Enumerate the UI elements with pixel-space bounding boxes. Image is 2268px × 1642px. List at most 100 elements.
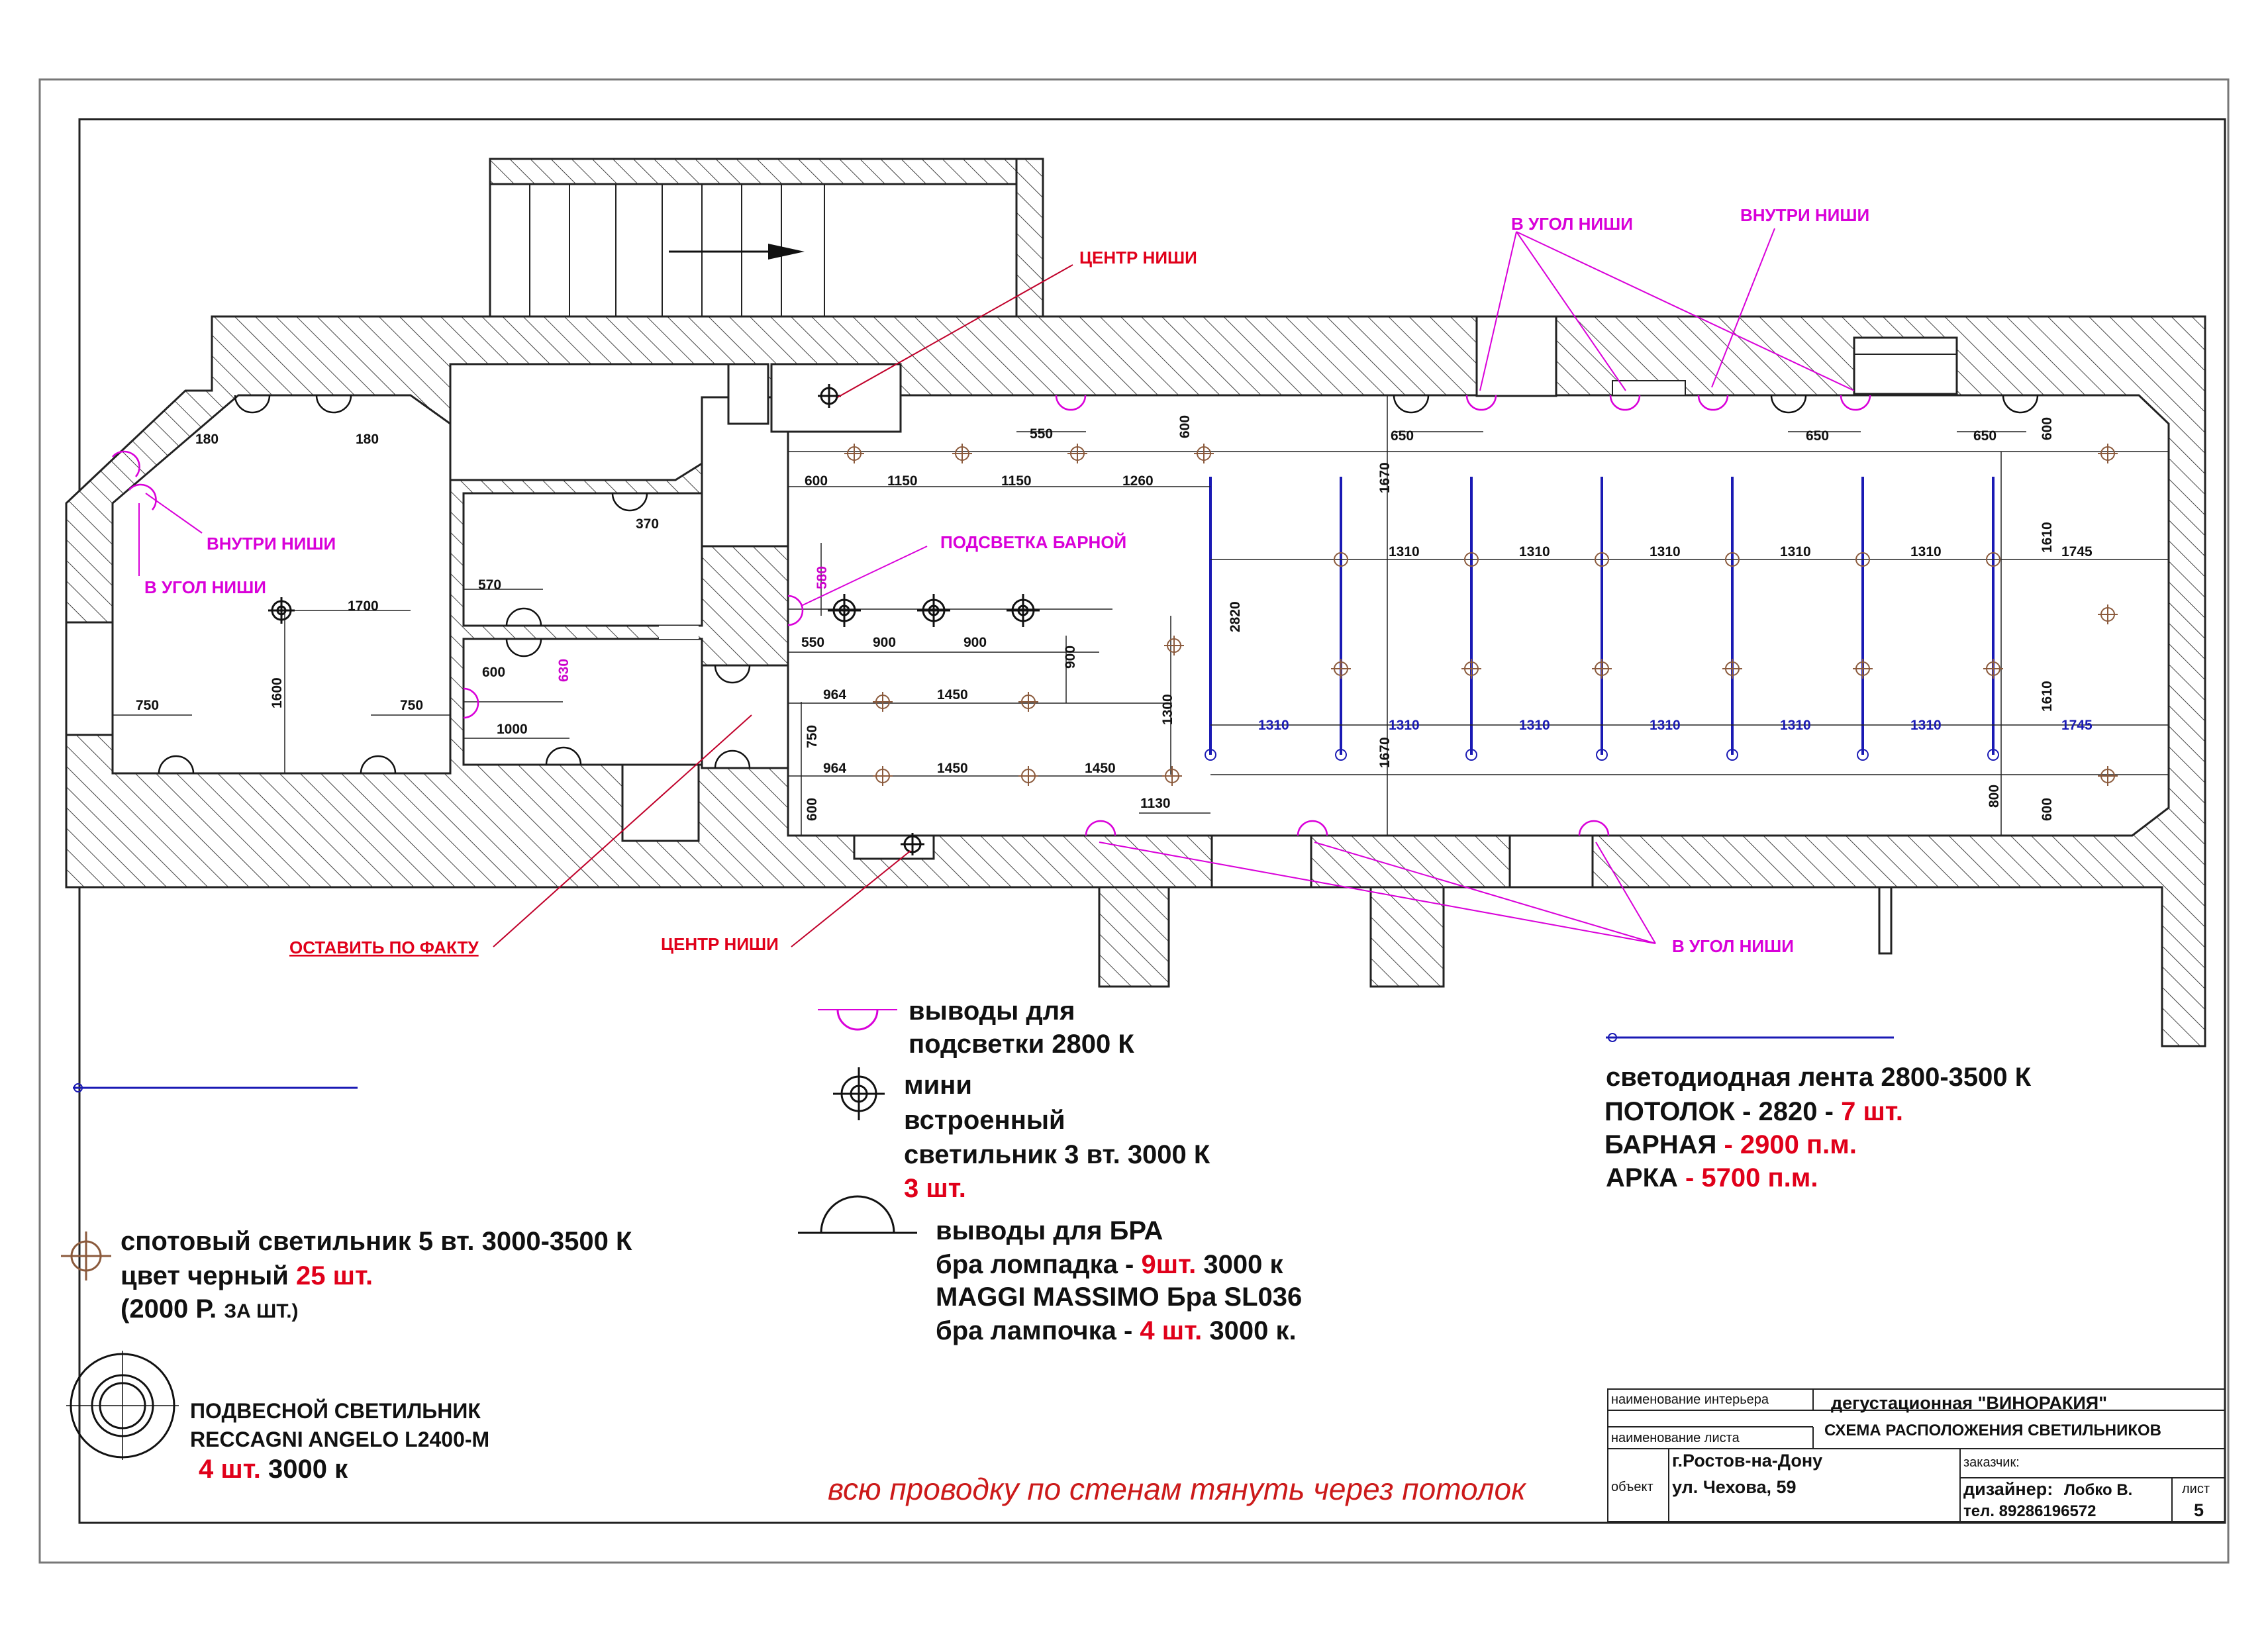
spot-light-icon <box>1853 659 1873 679</box>
dim-text: 1130 <box>1140 796 1171 811</box>
staircase <box>489 158 1044 319</box>
led-ceiling-strips <box>1209 477 1995 755</box>
dim-text: 1150 <box>1001 473 1032 489</box>
dim-text: 1600 <box>270 677 285 708</box>
legend-led-outlet-icon <box>836 1009 879 1031</box>
dim-text: 750 <box>805 725 820 748</box>
led-outlet-icon <box>1578 820 1610 836</box>
led-outlet-icon <box>1840 395 1871 411</box>
dim-text: 1450 <box>937 761 968 776</box>
spot-light-icon <box>1983 659 2003 679</box>
mini-light-icon <box>818 384 841 408</box>
led-outlets <box>112 395 1871 836</box>
legend-spot-line2: цвет черный 25 шт. <box>121 1261 373 1290</box>
spot-light-icon <box>1722 659 1742 679</box>
legend-mini-line3: светильник 3 вт. 3000 К <box>904 1140 1210 1169</box>
annotation-corner-niche-left: В УГОЛ НИШИ <box>144 577 266 597</box>
dim-text: 1670 <box>1377 737 1393 768</box>
title-phone: тел. 89286196572 <box>1963 1502 2096 1520</box>
dim-text: 1450 <box>1085 761 1116 776</box>
legend-spot-line1: спотовый светильник 5 вт. 3000-3500 К <box>121 1227 632 1256</box>
spot-light-icon <box>1986 552 2000 567</box>
legend-bra-outlet-icon <box>820 1195 895 1233</box>
outer-frame <box>38 78 2230 1564</box>
legend-pendant-line1: ПОДВЕСНОЙ СВЕТИЛЬНИК <box>190 1399 481 1423</box>
legend-bra-line1: выводы для БРА <box>936 1216 1163 1245</box>
legend-led-strip-line3: БАРНАЯ - 2900 п.м. <box>1604 1130 1857 1159</box>
title-sheet-label: лист <box>2182 1482 2210 1496</box>
spot-light-icon <box>1334 552 1348 567</box>
dim-text: 630 <box>556 659 571 682</box>
dim-text: 900 <box>1063 646 1078 669</box>
led-outlet-icon <box>1609 395 1641 411</box>
mini-light-icon <box>901 833 924 855</box>
legend-mini-line1: мини <box>904 1071 972 1100</box>
dim-text: 550 <box>801 635 824 650</box>
title-sheet-number: 5 <box>2194 1500 2204 1520</box>
spot-light-icon <box>2098 604 2118 624</box>
spot-light-icon <box>1018 692 1038 712</box>
dim-text: 570 <box>478 577 501 593</box>
bra-outlet-icon <box>2002 395 2039 414</box>
legend-pendant-line3: 4 шт. 3000 к <box>199 1455 348 1484</box>
led-outlet-icon <box>1297 820 1328 836</box>
bra-outlet-icon <box>611 493 648 512</box>
dim-text: 600 <box>805 473 828 489</box>
spot-light-icon <box>873 692 893 712</box>
legend-led-outlet-title1: выводы для <box>909 996 1075 1026</box>
legend-spot-line3: (2000 Р. ЗА ШТ.) <box>121 1294 299 1324</box>
dim-text: 370 <box>636 516 659 532</box>
dim-text: 1745 <box>2061 544 2093 559</box>
led-outlet-icon <box>1085 820 1116 836</box>
title-client-label: заказчик: <box>1963 1455 2020 1470</box>
annotation-corner-niche-top: В УГОЛ НИШИ <box>1511 214 1633 234</box>
legend-mini-count: 3 шт. <box>904 1174 966 1203</box>
dim-text: 550 <box>1030 426 1053 442</box>
title-block <box>1607 1388 2226 1522</box>
dim-text: 900 <box>873 635 896 650</box>
spot-light-icon <box>873 766 893 786</box>
led-outlet-icon <box>128 483 157 510</box>
dim-text: 1310 <box>1519 718 1550 733</box>
dim-text: 800 <box>1987 785 2002 808</box>
dim-text: 600 <box>805 798 820 821</box>
dim-text: 1610 <box>2040 522 2055 553</box>
spot-light-icon <box>1162 766 1182 786</box>
title-interior-label: наименование интерьера <box>1611 1392 1769 1407</box>
dim-text: 600 <box>482 665 505 680</box>
spot-light-icon <box>1018 766 1038 786</box>
legend-pendant-light-icon <box>66 1351 179 1460</box>
spot-light-icon <box>1855 552 1870 567</box>
dim-text: 1310 <box>1780 718 1811 733</box>
dim-text: 650 <box>1973 428 1997 444</box>
bra-outlet-icon <box>1770 395 1807 414</box>
dimension-lines <box>113 395 2169 836</box>
bra-outlet-icon <box>315 395 352 414</box>
dim-text: 1310 <box>1389 544 1420 559</box>
dim-text: 1310 <box>1650 718 1681 733</box>
spot-light-icon <box>1067 444 1087 463</box>
legend-bra-line2: бра ломпадка - 9шт. 3000 к <box>936 1250 1283 1279</box>
building-walls <box>65 315 2206 1047</box>
red-leaders <box>493 264 1073 947</box>
legend-spot-light-icon <box>61 1232 111 1280</box>
mini-light-icon <box>268 597 295 624</box>
dim-text: 600 <box>2040 417 2055 440</box>
dim-text: 1610 <box>2040 681 2055 712</box>
bra-outlet-icon <box>360 755 397 774</box>
bra-outlet-icon <box>545 746 582 765</box>
bra-outlet-icon <box>505 607 542 626</box>
wiring-note: всю проводку по стенам тянуть через пото… <box>828 1472 1527 1506</box>
bra-outlet-icon <box>714 749 751 769</box>
dim-text: 600 <box>1177 415 1193 438</box>
dim-text: 1450 <box>937 687 968 702</box>
dim-text: 1310 <box>1910 544 1942 559</box>
dim-text: 900 <box>963 635 987 650</box>
spot-light-icon <box>1595 552 1609 567</box>
title-city: г.Ростов-на-Дону <box>1672 1451 1822 1471</box>
annotation-center-niche-bottom: ЦЕНТР НИШИ <box>661 934 779 954</box>
spot-light-icon <box>2098 444 2118 463</box>
annotation-bar-lighting: ПОДСВЕТКА БАРНОЙ <box>940 532 1126 552</box>
spot-light-icon <box>1725 552 1740 567</box>
